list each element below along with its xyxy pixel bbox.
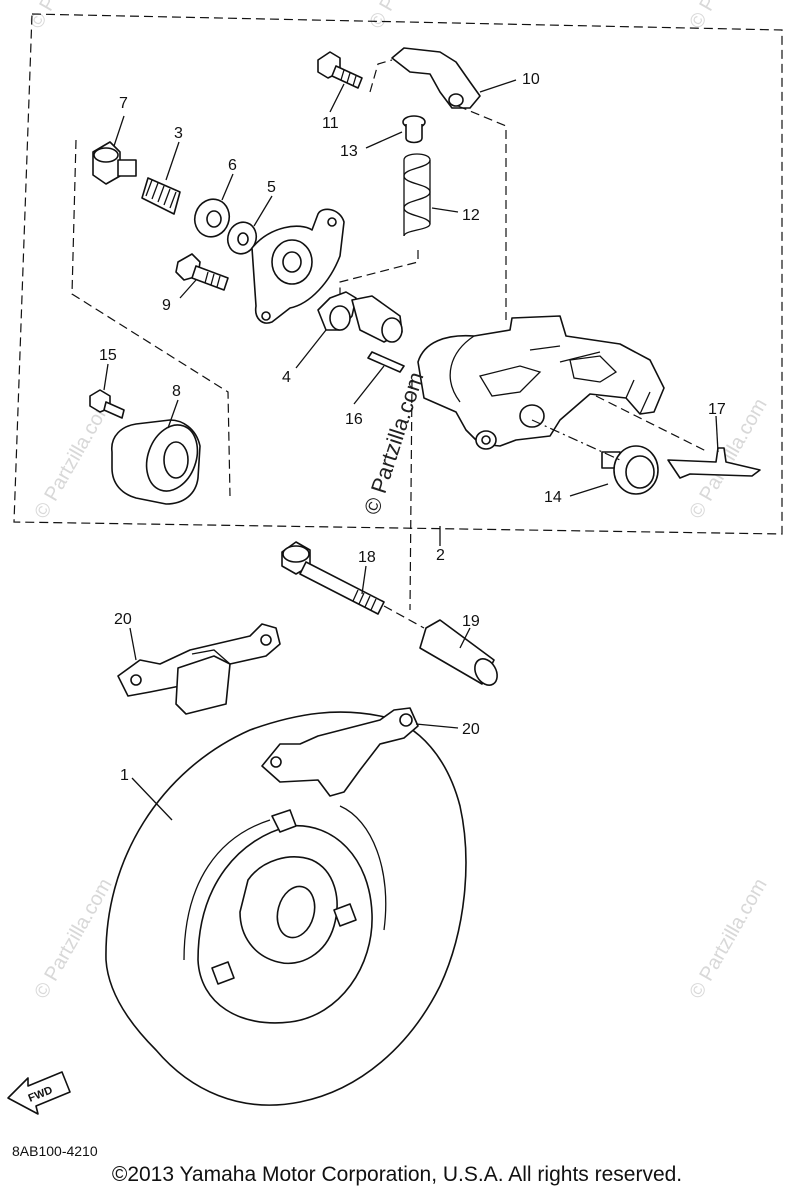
leader-line bbox=[715, 415, 719, 453]
leader-line bbox=[295, 329, 327, 369]
callout-4: 4 bbox=[282, 369, 291, 386]
copyright-notice: ©2013 Yamaha Motor Corporation, U.S.A. A… bbox=[111, 1163, 683, 1186]
callout-20-upper: 20 bbox=[114, 611, 132, 628]
brake-pad-part-20-upper bbox=[117, 623, 281, 715]
watermark: © Partzilla.com bbox=[685, 875, 771, 1003]
callout-2: 2 bbox=[436, 547, 445, 564]
watermark: © Partzilla.com bbox=[685, 395, 771, 523]
assembly-guide-line bbox=[595, 395, 709, 453]
pin-part-16 bbox=[367, 351, 405, 373]
callout-10: 10 bbox=[522, 71, 540, 88]
washer-part-5 bbox=[226, 221, 258, 255]
leader-line bbox=[361, 565, 367, 595]
brake-pad-part-20-lower bbox=[261, 707, 419, 797]
bush-part-13 bbox=[402, 115, 426, 144]
leader-line bbox=[113, 115, 125, 147]
assembly-guide-line bbox=[71, 139, 231, 497]
leader-line bbox=[165, 141, 180, 181]
callout-labels: 7 3 6 5 9 11 10 13 12 4 15 8 16 17 14 2 … bbox=[99, 71, 726, 784]
pad-holder-bracket bbox=[251, 208, 345, 324]
assembly-guide-line bbox=[457, 105, 507, 320]
bolt-axis-line bbox=[383, 605, 425, 629]
clip-part-17 bbox=[667, 447, 761, 479]
callout-17: 17 bbox=[708, 401, 726, 418]
brake-disc-part-1 bbox=[105, 711, 467, 1106]
callout-19: 19 bbox=[462, 613, 480, 630]
assembly-boundary bbox=[13, 13, 783, 535]
leader-line bbox=[329, 83, 345, 113]
watermark: © Partzilla.com bbox=[359, 369, 429, 518]
leader-line bbox=[167, 399, 179, 429]
callout-8: 8 bbox=[172, 383, 181, 400]
callout-9: 9 bbox=[162, 297, 171, 314]
bolt-part-15 bbox=[89, 389, 125, 419]
sleeve-part-19 bbox=[419, 619, 498, 686]
pin-part-14 bbox=[601, 445, 659, 495]
pin-axis-line bbox=[531, 419, 621, 461]
leader-line bbox=[131, 777, 173, 821]
leader-line bbox=[459, 627, 471, 649]
forward-arrow: FWD bbox=[7, 1071, 71, 1115]
leader-line bbox=[365, 131, 403, 149]
leader-line bbox=[221, 173, 234, 201]
leader-line bbox=[253, 195, 273, 227]
callout-6: 6 bbox=[228, 157, 237, 174]
callout-20-lower: 20 bbox=[462, 721, 480, 738]
leader-line bbox=[129, 627, 137, 661]
callout-3: 3 bbox=[174, 125, 183, 142]
watermark: © Partzilla.com bbox=[30, 875, 116, 1003]
assembly-guide-line bbox=[409, 379, 413, 611]
bolt-part-11 bbox=[317, 51, 363, 89]
bleed-screw-part-7 bbox=[92, 141, 137, 185]
watermark: © Partzilla.com bbox=[25, 0, 111, 33]
callout-13: 13 bbox=[340, 143, 358, 160]
callout-7: 7 bbox=[119, 95, 128, 112]
callout-1: 1 bbox=[120, 767, 129, 784]
callout-11: 11 bbox=[322, 115, 339, 132]
callout-15: 15 bbox=[99, 347, 117, 364]
diagram-part-code: 8AB100-4210 bbox=[12, 1143, 98, 1159]
callout-18: 18 bbox=[358, 549, 376, 566]
callout-5: 5 bbox=[267, 179, 276, 196]
watermark: © Partzilla.com bbox=[30, 395, 116, 523]
caliper-body bbox=[417, 315, 665, 450]
bolt-part-9 bbox=[175, 253, 229, 291]
adjuster-nut-part-6 bbox=[193, 198, 231, 238]
callout-14: 14 bbox=[544, 489, 562, 506]
leader-line bbox=[179, 279, 197, 299]
bracket-part-10 bbox=[391, 47, 481, 109]
leader-line bbox=[431, 207, 459, 213]
leader-line bbox=[569, 483, 609, 497]
spring-part-3 bbox=[141, 177, 181, 215]
assembly-guide-line bbox=[339, 250, 419, 296]
spring-part-12 bbox=[403, 153, 431, 237]
bracket-guide-line bbox=[369, 59, 393, 93]
boot-part-8 bbox=[111, 419, 201, 505]
leader-line bbox=[479, 79, 517, 93]
bolt-part-18 bbox=[281, 541, 385, 615]
leader-line bbox=[353, 365, 385, 405]
callout-12: 12 bbox=[462, 207, 480, 224]
callout-16: 16 bbox=[345, 411, 363, 428]
watermark: © Partzilla.com bbox=[365, 0, 451, 33]
leader-line bbox=[103, 363, 109, 391]
camshaft-part-4 bbox=[317, 291, 403, 343]
leader-line bbox=[415, 723, 459, 729]
